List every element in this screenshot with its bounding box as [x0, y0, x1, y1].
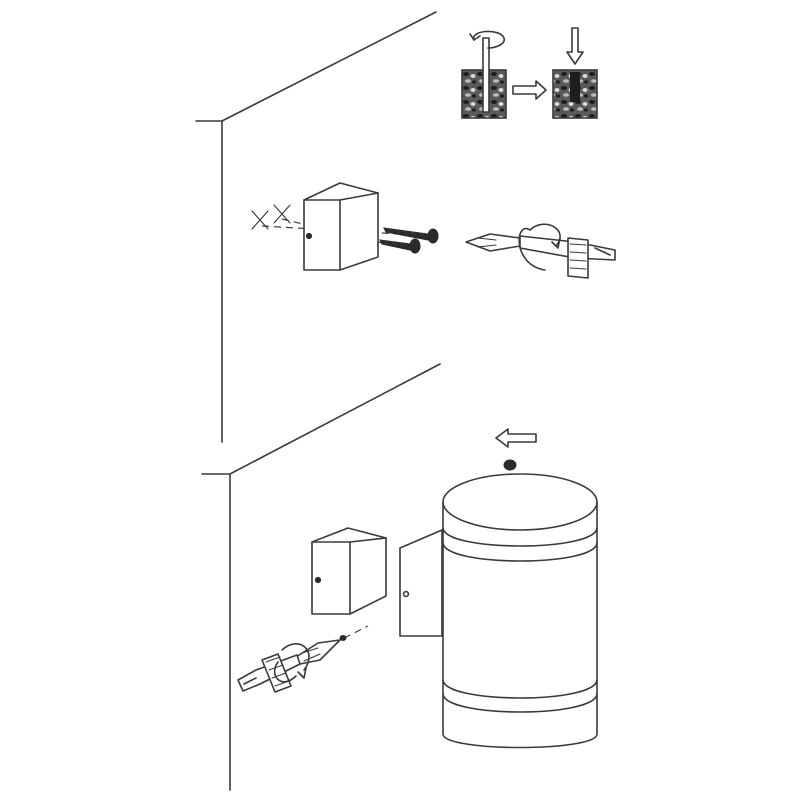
left-arrow-icon — [495, 428, 537, 448]
wall-block-right — [552, 69, 598, 119]
wall-plug — [570, 72, 580, 102]
screwdriver-icon — [237, 639, 341, 693]
mounting-bracket — [303, 182, 379, 271]
mounting-bracket — [311, 527, 387, 615]
screw-icon — [383, 227, 439, 244]
screwdriver-icon — [465, 223, 616, 279]
wall-lamp — [442, 473, 598, 749]
rotate-arrow-icon — [469, 30, 506, 49]
drill-bit — [482, 37, 490, 113]
wall-bottom — [201, 363, 441, 791]
wall-top — [195, 11, 437, 443]
right-arrow-icon — [512, 80, 547, 100]
step-mount-bracket — [251, 182, 616, 279]
drill-mark-icon — [251, 204, 291, 230]
step-attach-lamp — [237, 428, 598, 749]
step-drill-and-plug — [461, 27, 598, 119]
screw-icon — [379, 238, 421, 254]
set-screw-icon — [503, 459, 517, 471]
lamp-mounting-plate — [399, 529, 443, 637]
down-arrow-icon — [566, 27, 584, 65]
